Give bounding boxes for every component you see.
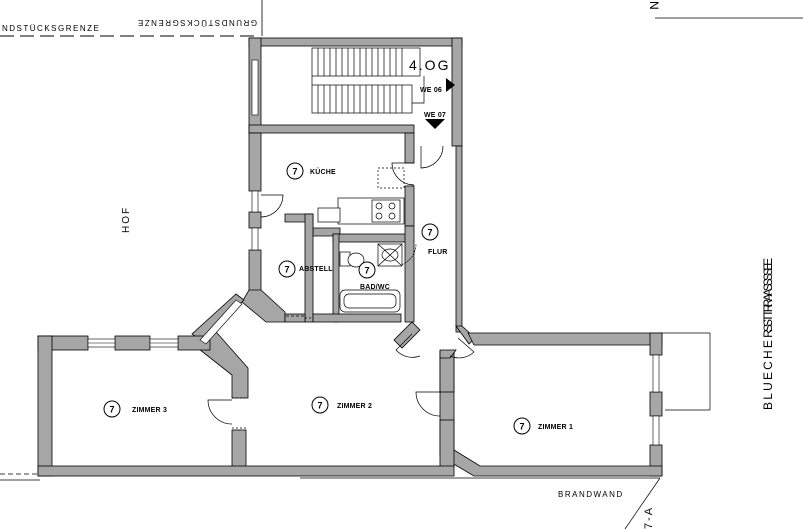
wall-segment	[404, 185, 415, 227]
door-swing	[395, 333, 421, 358]
room-number: 7	[427, 228, 432, 238]
wall-segment	[649, 332, 663, 356]
window	[251, 59, 259, 116]
window	[199, 299, 243, 345]
wall-segment	[451, 37, 463, 147]
room-number: 7	[364, 266, 369, 276]
wall-segment	[404, 132, 415, 164]
wall-segment	[248, 37, 463, 47]
wall-segment	[332, 233, 340, 323]
room-number: 7	[519, 422, 524, 432]
windows	[87, 59, 660, 446]
firewall-label: BRANDWAND	[558, 490, 624, 499]
room-number-circle	[278, 260, 296, 278]
wall-segment	[284, 313, 306, 323]
wall-segment	[37, 335, 53, 477]
room-number-circle	[513, 417, 531, 435]
wall-segment	[312, 313, 402, 323]
bottom-right-mark: 7-A	[643, 506, 655, 529]
kitchen-stove	[371, 199, 401, 223]
room-number: 7	[292, 167, 297, 177]
cabinet	[377, 167, 405, 189]
room-label-kueche: KÜCHE	[310, 167, 336, 176]
room-number: 7	[317, 401, 322, 411]
wall-segment	[393, 321, 421, 349]
unit-07-marker-icon	[425, 119, 445, 129]
wall-segment	[241, 289, 286, 323]
room-number: 7	[109, 405, 114, 415]
room-label-badwc: BAD/WC	[360, 284, 390, 291]
door-swing	[260, 194, 284, 218]
street-name-overlap: STRASSE	[761, 261, 775, 332]
wall-segment	[231, 429, 247, 469]
fixtures	[317, 167, 405, 313]
room-number: 7	[284, 265, 289, 275]
room-number-circle	[358, 261, 376, 279]
wall-segment	[439, 351, 663, 477]
doors	[207, 145, 475, 429]
room-number-circle	[311, 396, 329, 414]
wall-segment	[455, 145, 463, 333]
wall-segment	[404, 225, 415, 323]
wall-segment	[467, 332, 663, 346]
room-number-circle	[286, 162, 304, 180]
door-swing	[415, 391, 441, 417]
wall-segment	[114, 335, 151, 351]
door-swing	[449, 337, 475, 359]
street-name: BLUECHERSTRASSE	[761, 256, 775, 410]
unit-06-label: WE 06	[420, 87, 442, 94]
window	[652, 354, 660, 393]
door-swing	[420, 145, 444, 169]
room-label-zimmer2: ZIMMER 2	[337, 403, 372, 410]
room-number-circle	[103, 400, 121, 418]
wall-segment	[304, 213, 314, 323]
wall-segment	[248, 249, 262, 293]
top-right-mark: N	[647, 1, 661, 10]
window	[251, 227, 259, 251]
room-number-circle	[421, 223, 439, 241]
room-label-zimmer3: ZIMMER 3	[132, 407, 167, 414]
courtyard-label: HOF	[121, 206, 132, 233]
door-swing	[207, 399, 233, 425]
room-label-zimmer1: ZIMMER 1	[538, 424, 573, 431]
wall-segment	[439, 419, 455, 469]
wall-segment	[37, 465, 455, 477]
wall-segment	[248, 124, 415, 134]
kitchen-sink	[317, 207, 341, 223]
staircase	[311, 47, 425, 114]
unit-06-marker-icon	[446, 78, 455, 92]
property-line-label-mirrored: GRUNDSTÜCKSGRENZE	[136, 18, 257, 27]
wall-segment	[439, 349, 457, 359]
unit-07-label: WE 07	[424, 112, 446, 119]
wall-segment	[248, 211, 262, 229]
room-label-flur: FLUR	[428, 249, 447, 256]
wall-segment	[649, 391, 663, 417]
window	[251, 190, 259, 213]
room-number-badges	[103, 162, 531, 435]
property-line-label: NDSTÜCKSGRENZE	[2, 24, 100, 33]
door-swing	[391, 162, 415, 186]
wall-segment	[332, 233, 414, 243]
wall-segment	[248, 132, 262, 192]
room-label-abstell: ABSTELL	[299, 266, 333, 273]
window	[652, 415, 660, 446]
floor-label: 4.OG	[409, 57, 450, 73]
